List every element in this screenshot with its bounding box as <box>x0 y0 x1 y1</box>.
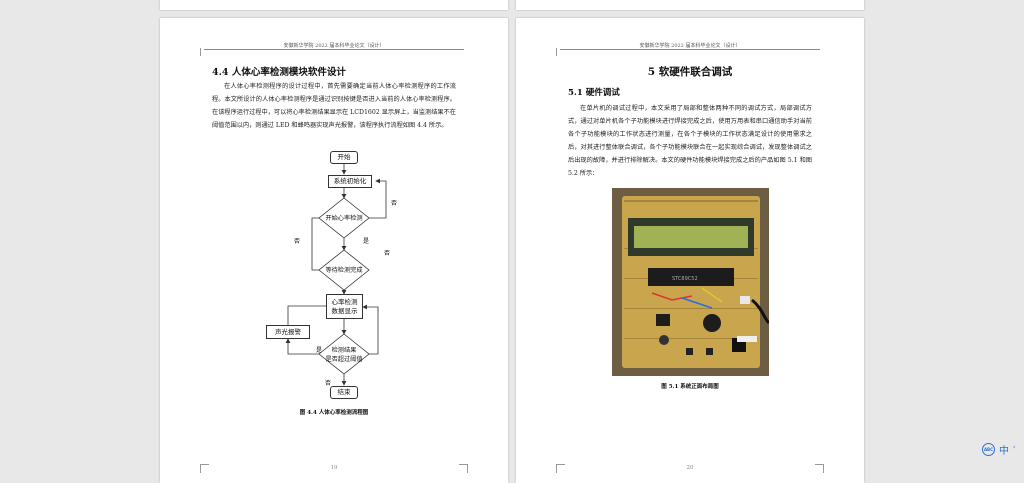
flow-end-node: 结束 <box>330 386 358 399</box>
page-number: 19 <box>330 465 338 471</box>
translate-icon[interactable]: ABC <box>982 442 995 456</box>
flow-check-line2: 是否超过阈值 <box>325 356 363 363</box>
figure-caption: 图 4.4 人体心率检测流程图 <box>299 410 369 416</box>
figure-caption: 图 5.1 系统正面布局图 <box>661 384 719 390</box>
corner-mark <box>815 464 824 473</box>
flow-label-no: 否 <box>384 250 391 257</box>
page-header: 安徽新华学院 2022 届本科毕业论文（设计） <box>639 43 741 49</box>
page-number: 20 <box>686 465 694 471</box>
flow-check-decision: 检测结果 是否超过阈值 <box>319 346 369 364</box>
chapter-title: 5 软硬件联合调试 <box>647 66 733 78</box>
previous-page-bottom-right <box>516 0 864 10</box>
flowchart-connectors <box>285 164 387 386</box>
body-paragraph: 在单片机的调试过程中，本文采用了局部和整体两种不同的调试方式，局部调试方式，通过… <box>568 105 812 177</box>
header-rule <box>204 49 464 50</box>
document-page-20: 安徽新华学院 2022 届本科毕业论文（设计） 5 软硬件联合调试 5.1 硬件… <box>516 18 864 483</box>
document-page-19: 安徽新华学院 2022 届本科毕业论文（设计） 4.4 人体心率检测模块软件设计… <box>160 18 508 483</box>
translate-language-label[interactable]: 中 <box>999 445 1009 457</box>
flow-start-detect-decision: 开始心率检测 <box>325 215 363 222</box>
flow-label-no: 否 <box>294 238 301 245</box>
svg-text:STC89C52: STC89C52 <box>672 276 698 282</box>
hardware-photo-graphic: STC89C52 <box>612 188 769 376</box>
header-rule <box>560 49 820 50</box>
corner-mark <box>556 48 565 56</box>
flow-display-line2: 数据显示 <box>331 306 358 315</box>
flow-display-node: 心率检测 数据显示 <box>326 294 363 319</box>
flow-display-line1: 心率检测 <box>331 297 358 306</box>
corner-mark <box>556 464 565 473</box>
flow-label-no: 否 <box>391 200 398 207</box>
flow-label-yes: 是 <box>316 347 323 354</box>
section-title: 5.1 硬件调试 <box>568 88 620 98</box>
flow-start-node: 开始 <box>330 151 358 164</box>
flowchart: 开始 系统初始化 开始心率检测 等待检测完成 心率检测 数据显示 声光报警 检测… <box>160 18 508 483</box>
hardware-photo: STC89C52 <box>612 188 769 376</box>
flow-check-line1: 检测结果 <box>331 347 357 354</box>
flow-init-node: 系统初始化 <box>328 175 372 188</box>
translate-widget[interactable]: ABC 中 ' <box>982 440 1024 458</box>
translate-extra-mark: ' <box>1013 444 1016 454</box>
flow-label-no: 否 <box>325 380 332 387</box>
flow-label-yes: 是 <box>363 238 370 245</box>
corner-mark <box>200 464 209 473</box>
flow-alarm-node: 声光报警 <box>266 325 310 339</box>
body-paragraph: 在人体心率检测程序的设计过程中，首先需要确定当前人体心率检测程序的工作流程。本文… <box>212 83 456 129</box>
corner-mark <box>200 48 209 56</box>
section-title: 4.4 人体心率检测模块软件设计 <box>212 67 346 78</box>
flow-wait-detect-decision: 等待检测完成 <box>325 267 363 274</box>
page-header: 安徽新华学院 2022 届本科毕业论文（设计） <box>283 43 385 49</box>
previous-page-bottom-left <box>160 0 508 10</box>
corner-mark <box>459 464 468 473</box>
